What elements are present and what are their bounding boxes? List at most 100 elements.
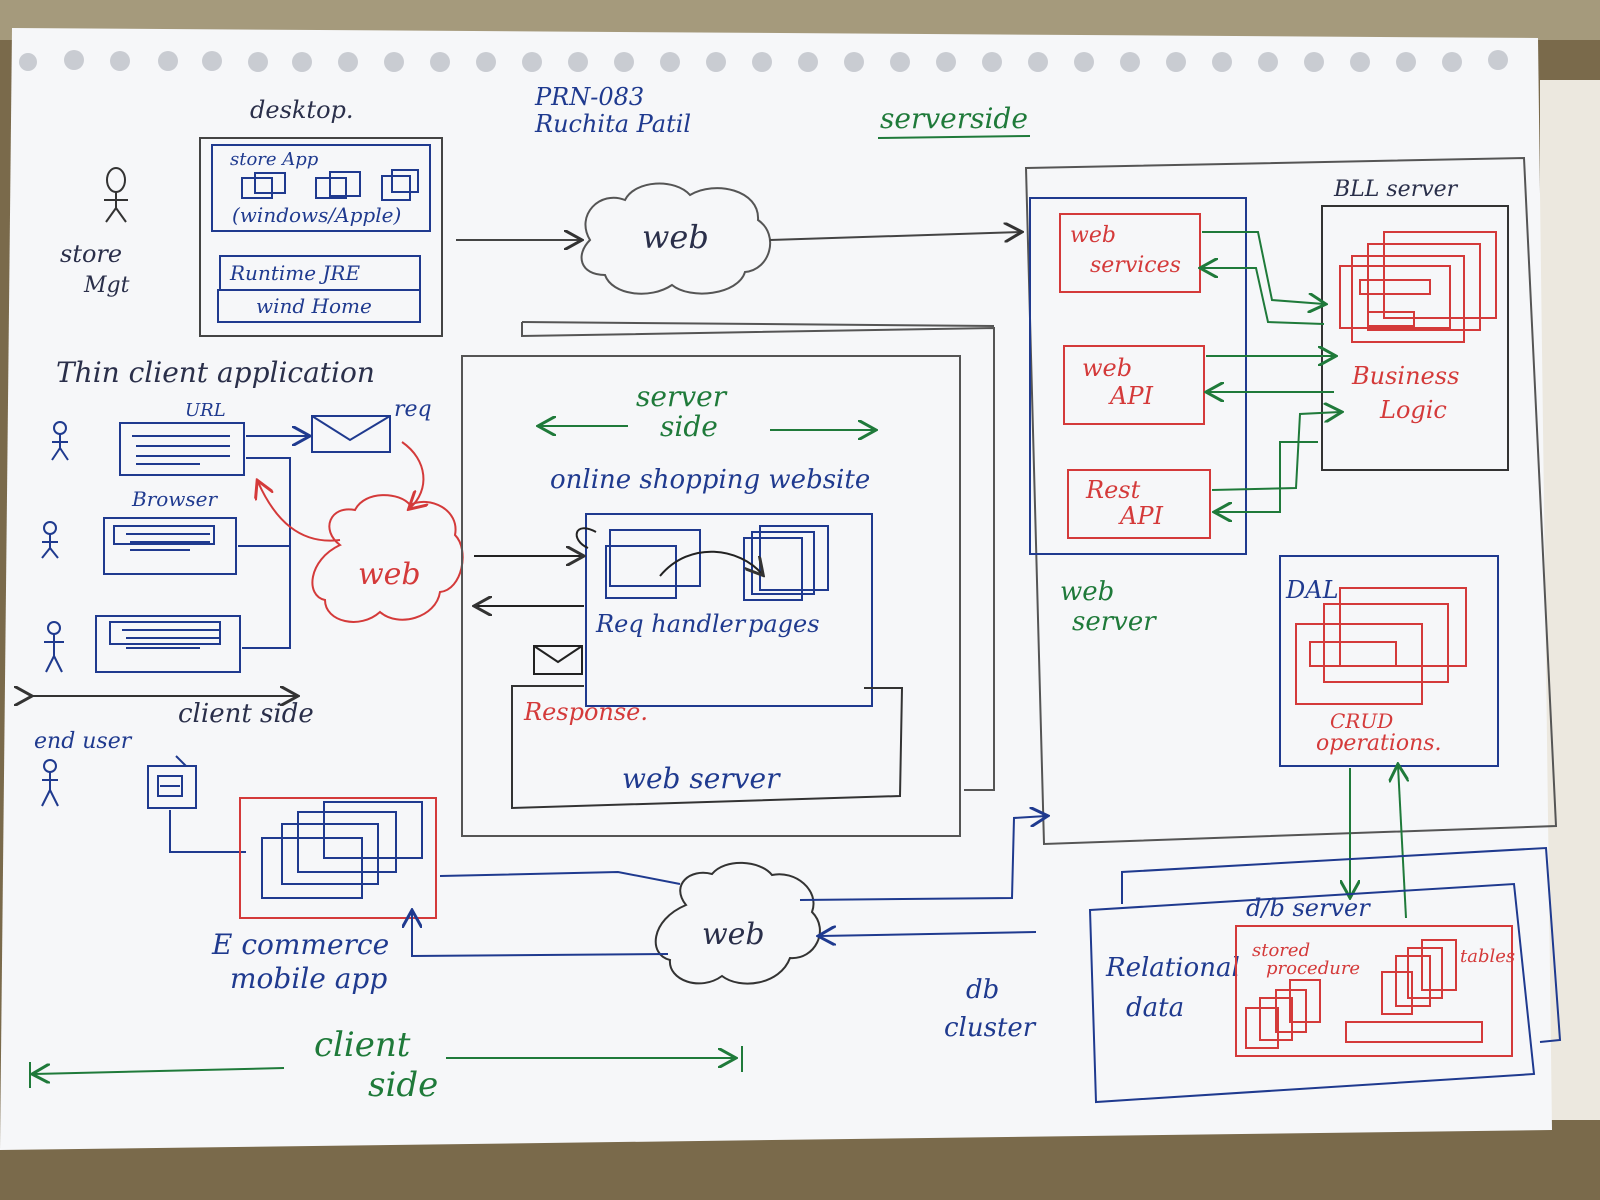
mobile-label-2: mobile app — [230, 962, 387, 995]
db-tables-icon — [1245, 939, 1483, 1049]
tables-label: tables — [1460, 946, 1515, 967]
relational-label-1: Relational — [1105, 953, 1240, 983]
client-side-label: client side — [178, 699, 314, 729]
req-label: req — [394, 397, 432, 422]
pages-label: pages — [748, 610, 820, 638]
store-app-windows-icon — [241, 169, 419, 201]
url-label: URL — [185, 400, 226, 421]
dal-title: DAL — [1285, 576, 1339, 604]
web-cloud-top — [580, 182, 772, 295]
website-outer-frame — [521, 322, 995, 791]
serverside-outer-box — [1024, 156, 1558, 846]
req-envelope-icon — [311, 415, 391, 453]
api-bll-connectors — [1202, 231, 1340, 512]
db-cluster-back — [1121, 846, 1562, 1043]
mobile-connector — [169, 810, 246, 853]
stored-procedure-1: stored — [1252, 940, 1310, 961]
browser-label: Browser — [131, 487, 219, 511]
web-cloud-red — [311, 494, 464, 623]
rest-api-box — [1067, 469, 1211, 539]
req-handler-icon — [605, 529, 701, 599]
handler-loop — [575, 527, 597, 549]
website-title: online shopping website — [550, 465, 870, 495]
serverside-underline — [877, 135, 1031, 139]
web-to-browser-arrow — [258, 482, 341, 542]
response-label: Response. — [523, 698, 648, 726]
relational-label-2: data — [1126, 993, 1184, 1023]
desktop-title: desktop. — [250, 96, 354, 124]
store-app-label: store App — [230, 149, 319, 170]
store-app-box — [211, 144, 431, 232]
crud-label-2: operations. — [1316, 731, 1442, 756]
desktop-box — [199, 137, 443, 337]
website-frame — [461, 355, 961, 837]
store-mgt-line1: store — [60, 240, 122, 268]
browser-window-3 — [95, 615, 241, 673]
wind-home-label: wind Home — [256, 294, 372, 318]
browser-window-2 — [103, 517, 237, 575]
web-cloud-top-label: web — [642, 218, 709, 256]
web-to-serverside-arrow — [769, 232, 1020, 240]
mobile-web-connectors — [412, 816, 1046, 958]
mobile-device-icon — [147, 755, 197, 809]
web-cloud-bottom — [654, 861, 821, 985]
footer-client-side-left-arrow — [34, 1068, 285, 1074]
stored-procedure-2: procedure — [1266, 958, 1360, 979]
web-server-right-box — [1029, 197, 1247, 555]
store-mgt-line2: Mgt — [83, 273, 130, 298]
web-server-right-label-2: server — [1072, 607, 1157, 637]
prn-label: PRN-083 — [534, 83, 644, 111]
footer-client-side-1: client — [314, 1025, 411, 1065]
rest-api-label-2: API — [1118, 502, 1163, 530]
runtime-label: Runtime JRE — [229, 261, 360, 285]
business-logic-1: Business — [1351, 362, 1459, 390]
bll-stack-icon — [1339, 231, 1497, 343]
db-cluster-label-2: cluster — [944, 1013, 1037, 1043]
rest-api-label-1: Rest — [1085, 476, 1141, 504]
db-server-label: d/b server — [1246, 894, 1371, 922]
bll-server-box — [1321, 205, 1509, 471]
wind-home-box — [217, 289, 421, 323]
browser-connector — [242, 457, 291, 649]
req-handler-frame — [585, 513, 873, 707]
mobile-label-1: E commerce — [211, 928, 389, 961]
website-server-side-2: side — [660, 410, 718, 443]
web-server-right-label-1: web — [1060, 577, 1114, 607]
footer-client-side-2: side — [368, 1065, 438, 1105]
web-services-box — [1059, 213, 1201, 293]
web-cloud-red-label: web — [358, 557, 421, 592]
web-server-box — [511, 685, 904, 810]
bll-title: BLL server — [1333, 177, 1459, 202]
mobile-app-windows-icon — [261, 801, 423, 899]
browser-window-1 — [119, 422, 245, 476]
handler-to-pages-arrow — [659, 550, 762, 576]
end-user-actor-icons — [41, 421, 69, 807]
business-logic-2: Logic — [1379, 396, 1447, 424]
crud-label-1: CRUD — [1330, 709, 1393, 733]
web-server-label: web server — [622, 762, 781, 795]
web-services-label-2: services — [1090, 253, 1181, 278]
req-handler-label: Req handler — [595, 610, 747, 638]
mobile-app-box — [239, 797, 437, 919]
platforms-label: (windows/Apple) — [232, 203, 401, 227]
binding-holes — [19, 50, 1508, 72]
thin-client-title: Thin client application — [56, 356, 375, 389]
db-cluster-label-1: db — [966, 975, 999, 1005]
response-envelope-icon — [533, 645, 583, 675]
db-server-box — [1088, 882, 1536, 1104]
author-label: Ruchita Patil — [534, 110, 691, 138]
store-mgt-actor-icon — [104, 167, 128, 223]
end-user-label: end user — [34, 729, 133, 754]
dal-stack-icon — [1295, 587, 1467, 705]
serverside-title: serverside — [880, 102, 1028, 135]
web-api-label-2: API — [1108, 382, 1153, 410]
web-api-label-1: web — [1082, 354, 1132, 382]
web-cloud-bottom-label: web — [702, 917, 765, 952]
db-content-box — [1235, 925, 1513, 1057]
website-frame-back — [521, 321, 995, 327]
website-server-side-1: server — [636, 380, 728, 413]
web-services-label-1: web — [1070, 223, 1116, 248]
db-to-dal-arrow — [1398, 766, 1406, 919]
